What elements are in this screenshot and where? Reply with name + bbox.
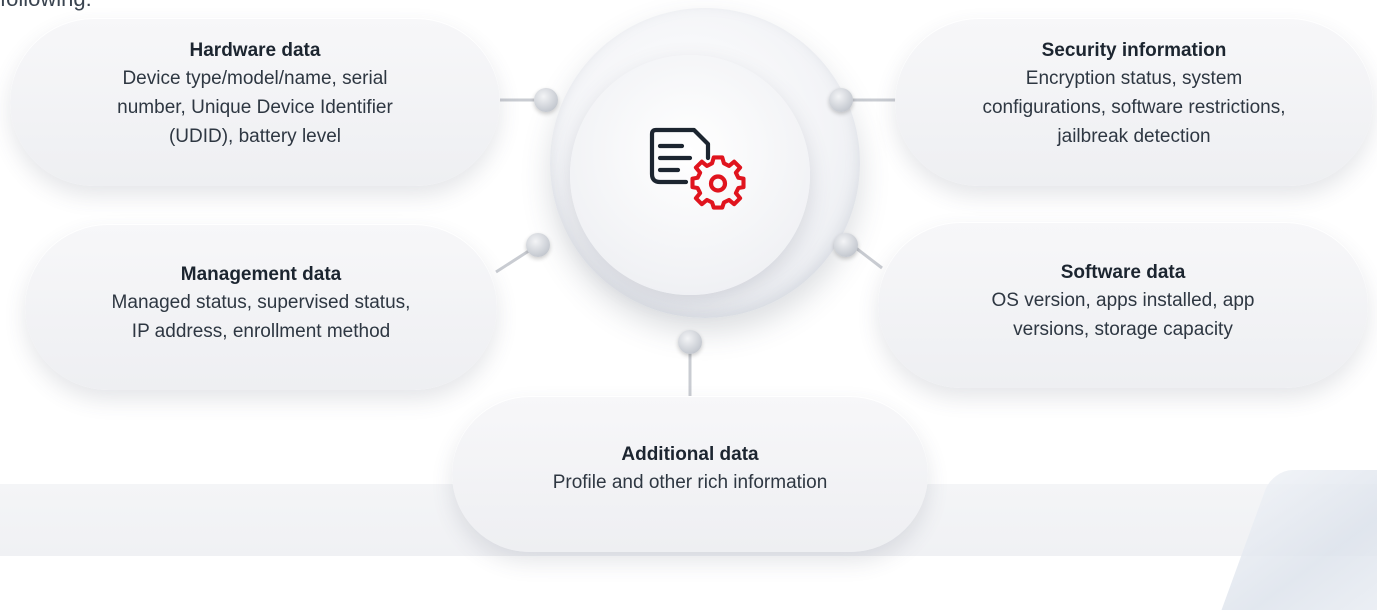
card-desc-line: OS version, apps installed, app bbox=[991, 290, 1255, 311]
hub-inner-circle bbox=[570, 55, 810, 295]
card-software: Software data OS version, apps installed… bbox=[878, 222, 1368, 388]
connector-dot-additional bbox=[678, 330, 702, 354]
card-title: Additional data bbox=[621, 444, 759, 465]
card-security: Security information Encryption status, … bbox=[895, 18, 1373, 186]
card-title: Hardware data bbox=[189, 40, 321, 61]
card-desc-line: Encryption status, system bbox=[1025, 68, 1243, 89]
card-title: Management data bbox=[180, 264, 342, 285]
card-desc-line: number, Unique Device Identifier bbox=[117, 97, 393, 118]
connector-dot-software bbox=[834, 233, 858, 257]
document-settings-icon bbox=[649, 127, 746, 210]
card-desc-line: configurations, software restrictions, bbox=[982, 97, 1286, 118]
card-desc-line: Device type/model/name, serial bbox=[122, 68, 388, 89]
gear-icon bbox=[690, 155, 746, 210]
card-title: Software data bbox=[1060, 262, 1186, 283]
connector-dot-hardware bbox=[534, 88, 558, 112]
card-desc-line: jailbreak detection bbox=[1057, 126, 1211, 147]
card-hardware: Hardware data Device type/model/name, se… bbox=[10, 18, 500, 186]
card-desc-line: (UDID), battery level bbox=[168, 126, 342, 147]
card-desc-line: Profile and other rich information bbox=[552, 472, 828, 493]
card-desc-line: IP address, enrollment method bbox=[131, 321, 391, 342]
card-desc-line: Managed status, supervised status, bbox=[111, 292, 411, 313]
intro-text: following: bbox=[0, 0, 92, 12]
card-management: Management data Managed status, supervis… bbox=[25, 224, 497, 390]
connector-dot-security bbox=[829, 88, 853, 112]
connector-dot-management bbox=[526, 233, 550, 257]
card-additional: Additional data Profile and other rich i… bbox=[452, 396, 928, 552]
card-desc-line: versions, storage capacity bbox=[1013, 319, 1233, 340]
card-title: Security information bbox=[1041, 40, 1227, 61]
